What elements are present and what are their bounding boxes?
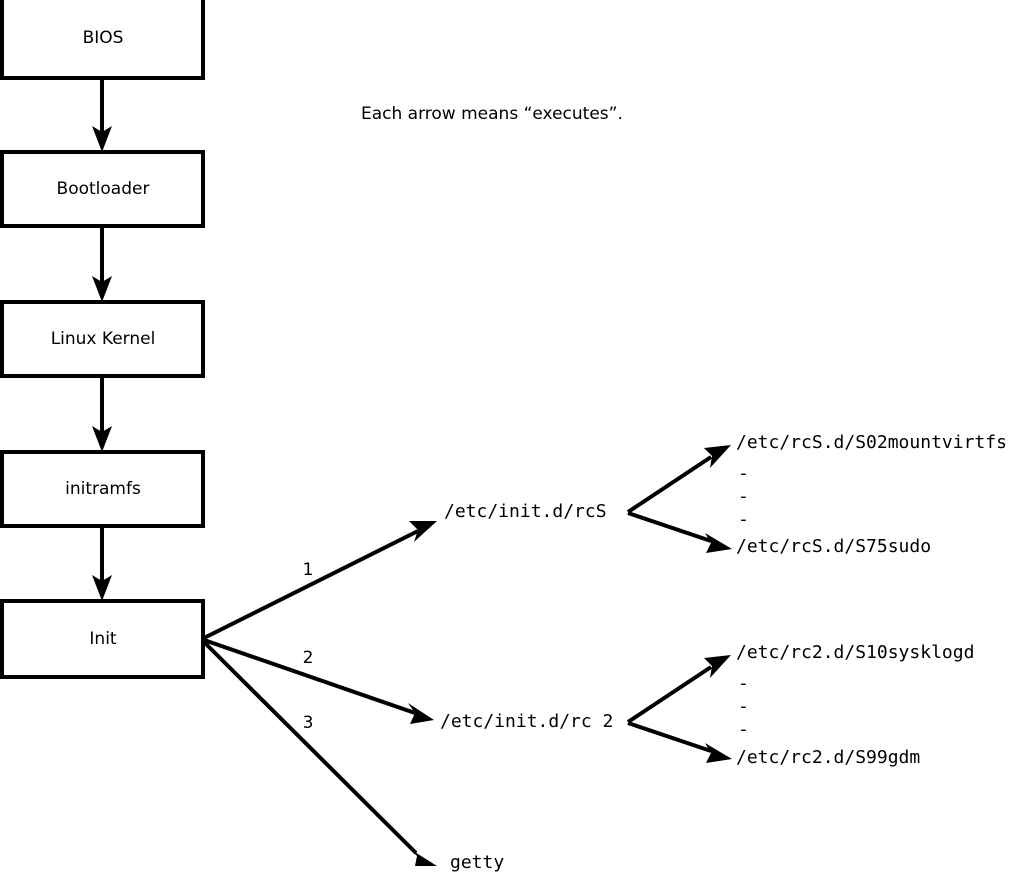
edge-init-branch-3: 3 <box>202 640 437 866</box>
edge-init-branch-2-line <box>203 638 416 715</box>
node-init-label: Init <box>89 629 117 649</box>
edge-rcs-first-line <box>626 455 713 514</box>
node-initramfs: initramfs <box>0 450 205 528</box>
edge-bios-to-bootloader <box>92 78 112 152</box>
rc2-script-first-label: /etc/rc2.d/S10sysklogd <box>736 642 974 663</box>
node-bios: BIOS <box>0 0 205 80</box>
edge-rc2-last-arrowhead <box>705 743 732 763</box>
edge-init-branch-2: 2 <box>203 638 434 724</box>
edge-rcs-last-line <box>627 511 712 543</box>
edge-init-branch-3-number: 3 <box>303 713 314 733</box>
node-init-rect <box>0 599 205 679</box>
node-bios-label: BIOS <box>83 28 124 48</box>
edge-init-branch-1-number: 1 <box>303 560 314 580</box>
edge-rcs-last-arrowhead <box>705 533 732 553</box>
node-bootloader: Bootloader <box>0 150 205 228</box>
edge-init-branch-1: 1 <box>203 521 437 640</box>
edge-rcs-to-last-script <box>627 511 732 553</box>
node-initramfs-label: initramfs <box>65 479 141 499</box>
rc2-ellipsis-dash-2: - <box>738 696 749 717</box>
rc2-script-last-label: /etc/rc2.d/S99gdm <box>736 747 920 768</box>
edge-kernel-initramfs-arrowhead <box>92 426 112 452</box>
node-linux-kernel-label: Linux Kernel <box>51 329 156 349</box>
edge-init-branch-3-line <box>202 640 418 855</box>
node-linux-kernel: Linux Kernel <box>0 300 205 378</box>
rcs-ellipsis-dash-3: - <box>738 509 749 530</box>
edge-rcs-to-first-script <box>626 445 731 514</box>
edge-init-branch-1-arrowhead <box>409 521 437 542</box>
rcs-script-last-label: /etc/rcS.d/S75sudo <box>736 536 931 557</box>
edge-rc2-first-line <box>626 665 713 724</box>
rcs-script-first-label: /etc/rcS.d/S02mountvirtfs <box>736 432 1007 453</box>
edge-rc2-to-last-script <box>627 721 732 763</box>
rcs-ellipsis-dash-2: - <box>738 486 749 507</box>
branch-target-getty-label: getty <box>450 852 504 873</box>
edge-kernel-to-initramfs <box>92 376 112 452</box>
diagram-caption: Each arrow means “executes”. <box>361 104 623 124</box>
node-init: Init <box>0 599 205 679</box>
edge-initramfs-to-init <box>92 526 112 601</box>
branch-target-rc2-label: /etc/init.d/rc 2 <box>440 711 613 732</box>
edge-init-branch-1-line <box>203 529 419 640</box>
rc2-ellipsis-dash-3: - <box>738 719 749 740</box>
node-bootloader-label: Bootloader <box>57 179 150 199</box>
edge-bootloader-kernel-arrowhead <box>92 276 112 302</box>
edge-rc2-last-line <box>627 721 712 753</box>
edge-init-branch-2-arrowhead <box>408 703 434 724</box>
edge-init-branch-3-arrowhead <box>410 849 437 866</box>
edge-bios-bootloader-arrowhead <box>92 126 112 152</box>
node-bios-rect <box>0 0 205 80</box>
edge-rc2-to-first-script <box>626 655 731 724</box>
edge-rc2-first-arrowhead <box>704 655 731 678</box>
edge-bootloader-to-kernel <box>92 226 112 302</box>
branch-target-rcs-label: /etc/init.d/rcS <box>444 501 607 522</box>
rcs-ellipsis-dash-1: - <box>738 463 749 484</box>
edge-initramfs-init-arrowhead <box>92 575 112 601</box>
rc2-ellipsis-dash-1: - <box>738 673 749 694</box>
edge-rcs-first-arrowhead <box>704 445 731 468</box>
edge-init-branch-2-number: 2 <box>303 648 314 668</box>
